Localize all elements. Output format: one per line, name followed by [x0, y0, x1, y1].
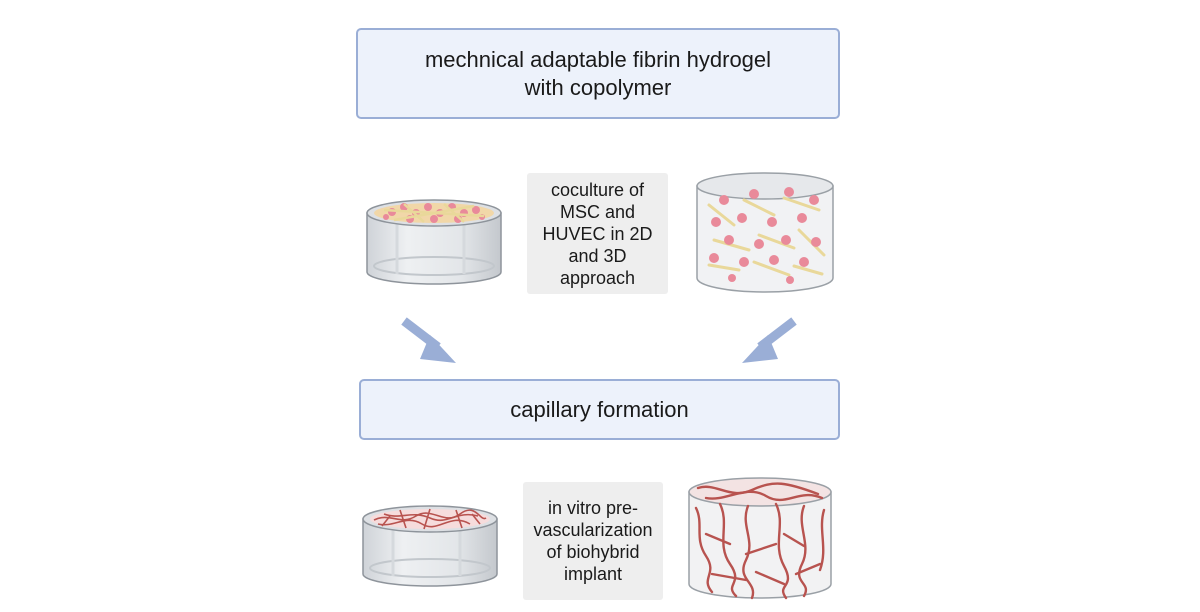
coculture-note-line-4: and 3D [568, 245, 627, 266]
prevasc-note-line-1: in vitro pre- [547, 498, 639, 518]
prevascularization-note: in vitro pre- vascularization of biohybr… [523, 482, 663, 600]
cell-layer-2d [383, 203, 485, 223]
prevasc-note-line-3: of biohybrid [546, 542, 640, 562]
3d-culture-gel [696, 172, 834, 293]
hydrogel-title: mechnical adaptable fibrin hydrogel with… [425, 46, 771, 102]
capillary-network-3d [694, 482, 826, 600]
arrow-down-left-icon [742, 317, 797, 363]
hydrogel-title-box: mechnical adaptable fibrin hydrogel with… [356, 28, 840, 119]
hydrogel-title-line-2: with copolymer [524, 74, 672, 100]
arrow-down-right-icon [401, 317, 456, 363]
coculture-note: coculture of MSC and HUVEC in 2D and 3D … [527, 173, 668, 294]
hydrogel-title-line-1: mechnical adaptable fibrin hydrogel [424, 46, 772, 72]
coculture-note-line-1: coculture of [550, 179, 645, 200]
cell-network-3d [707, 187, 826, 284]
capillary-title-box: capillary formation [359, 379, 840, 440]
2d-vascularized-dish [362, 505, 498, 587]
2d-culture-dish [366, 199, 502, 285]
3d-vascularized-gel [688, 477, 832, 600]
coculture-note-line-2: MSC and [559, 201, 636, 222]
coculture-note-line-5: approach [559, 267, 636, 288]
capillary-network-2d [373, 508, 487, 530]
capillary-title: capillary formation [510, 396, 689, 422]
prevasc-note-line-4: implant [563, 564, 623, 584]
coculture-note-line-3: HUVEC in 2D [542, 223, 653, 244]
prevasc-note-line-2: vascularization [533, 520, 653, 540]
